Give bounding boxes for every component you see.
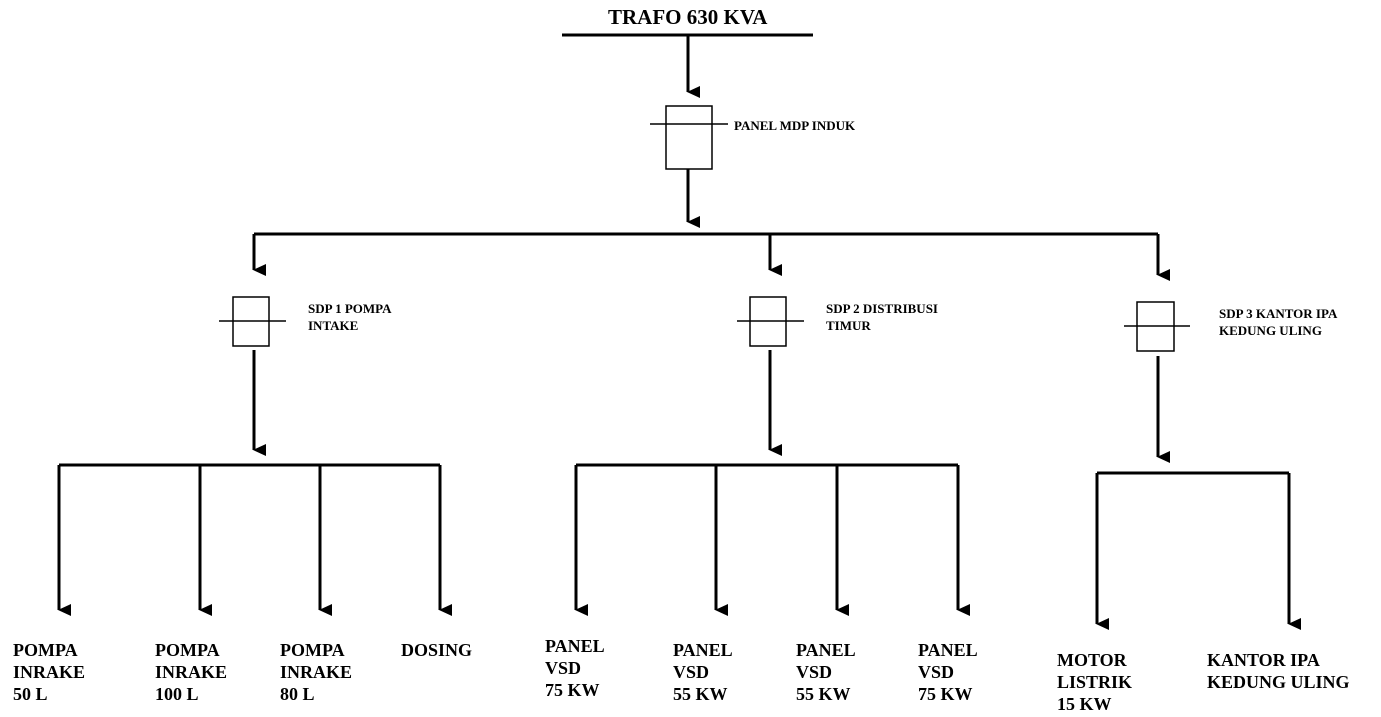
load-label-pompa-50: POMPA INRAKE 50 L: [13, 640, 86, 704]
mdp-panel-label: PANEL MDP INDUK: [734, 118, 856, 133]
load-label-pompa-100: POMPA INRAKE 100 L: [155, 640, 228, 704]
load-label-vsd-3: PANEL VSD 55 KW: [796, 640, 856, 704]
load-label-dosing: DOSING: [401, 640, 473, 660]
load-label-vsd-4: PANEL VSD 75 KW: [918, 640, 978, 704]
transformer-label: TRAFO 630 KVA: [608, 5, 768, 29]
sdp-1-label: SDP 1 POMPA INTAKE: [308, 301, 392, 333]
sdp-2-label: SDP 2 DISTRIBUSI TIMUR: [826, 301, 938, 333]
load-label-vsd-2: PANEL VSD 55 KW: [673, 640, 733, 704]
sdp-3-label: SDP 3 KANTOR IPA KEDUNG ULING: [1219, 306, 1338, 338]
load-label-vsd-1: PANEL VSD 75 KW: [545, 636, 605, 700]
load-label-pompa-80: POMPA INRAKE 80 L: [280, 640, 353, 704]
load-label-motor: MOTOR LISTRIK 15 KW: [1057, 650, 1133, 714]
mdp-panel-box: [665, 105, 713, 170]
load-label-kantor: KANTOR IPA KEDUNG ULING: [1207, 650, 1350, 692]
